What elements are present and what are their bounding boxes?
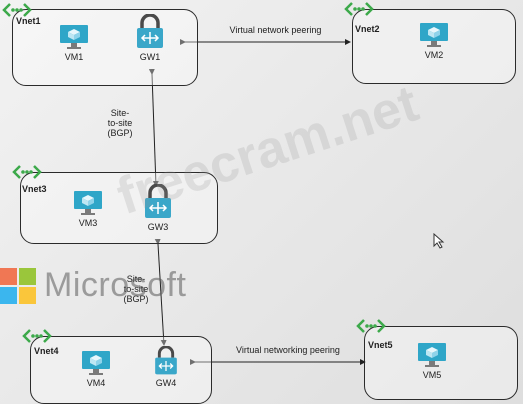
- gw4-node: GW4: [144, 346, 188, 388]
- gw3-node: GW3: [136, 184, 180, 232]
- vnet5-box: [364, 326, 518, 400]
- s2s-line-1-3: [148, 68, 159, 187]
- gw3-label: GW3: [147, 222, 169, 232]
- vnet3-label: Vnet3: [22, 184, 47, 194]
- vnet1-label: Vnet1: [16, 16, 41, 26]
- gw1-label: GW1: [139, 52, 161, 62]
- peering-label-1-2: Virtual network peering: [229, 25, 322, 35]
- vnet-brackets-icon: [344, 2, 374, 16]
- lock-gateway-icon: [145, 184, 171, 218]
- vm2-node: VM2: [412, 22, 456, 60]
- vm2-label: VM2: [424, 50, 444, 60]
- s2s-line-3-4: [154, 238, 167, 346]
- gw1-node: GW1: [128, 14, 172, 62]
- s2s-label-3-4-line2: to-site: [123, 284, 149, 294]
- vnet-brackets-icon: [12, 165, 42, 179]
- monitor-cube-icon: [60, 25, 88, 49]
- s2s-label-1-3-line3: (BGP): [107, 128, 133, 138]
- monitor-cube-icon: [418, 343, 446, 367]
- mouse-cursor-icon: [433, 233, 445, 249]
- lock-gateway-icon: [137, 14, 163, 48]
- vnet-brackets-icon: [2, 3, 32, 17]
- vm1-label: VM1: [64, 52, 84, 62]
- vm4-node: VM4: [74, 350, 118, 388]
- s2s-label-3-4-line3: (BGP): [123, 294, 149, 304]
- vnet-brackets-icon: [356, 319, 386, 333]
- s2s-label-1-3-line2: to-site: [107, 118, 133, 128]
- vm4-label: VM4: [86, 378, 106, 388]
- vnet3-box: [20, 172, 218, 244]
- vnet4-label: Vnet4: [34, 346, 59, 356]
- vnet-brackets-icon: [22, 329, 52, 343]
- vm3-label: VM3: [78, 218, 98, 228]
- s2s-label-1-3-line1: Site-: [110, 108, 130, 118]
- vnet1-box: [12, 9, 198, 86]
- microsoft-logo-icon: [0, 268, 38, 306]
- vm1-node: VM1: [52, 24, 96, 62]
- monitor-cube-icon: [82, 351, 110, 375]
- vm3-node: VM3: [66, 190, 110, 228]
- s2s-label-3-4: Site- to-site (BGP): [116, 274, 156, 304]
- microsoft-logo-text: Microsoft: [44, 266, 187, 304]
- vm5-label: VM5: [422, 370, 442, 380]
- s2s-label-3-4-line1: Site-: [126, 274, 146, 284]
- peering-label-4-5: Virtual networking peering: [236, 345, 340, 355]
- monitor-cube-icon: [420, 23, 448, 47]
- s2s-label-1-3: Site- to-site (BGP): [100, 108, 140, 138]
- gw4-label: GW4: [155, 378, 177, 388]
- vm5-node: VM5: [410, 342, 454, 380]
- vnet5-label: Vnet5: [368, 340, 393, 350]
- vnet2-label: Vnet2: [355, 24, 380, 34]
- lock-gateway-icon: [155, 346, 177, 375]
- vnet4-box: [30, 336, 212, 404]
- monitor-cube-icon: [74, 191, 102, 215]
